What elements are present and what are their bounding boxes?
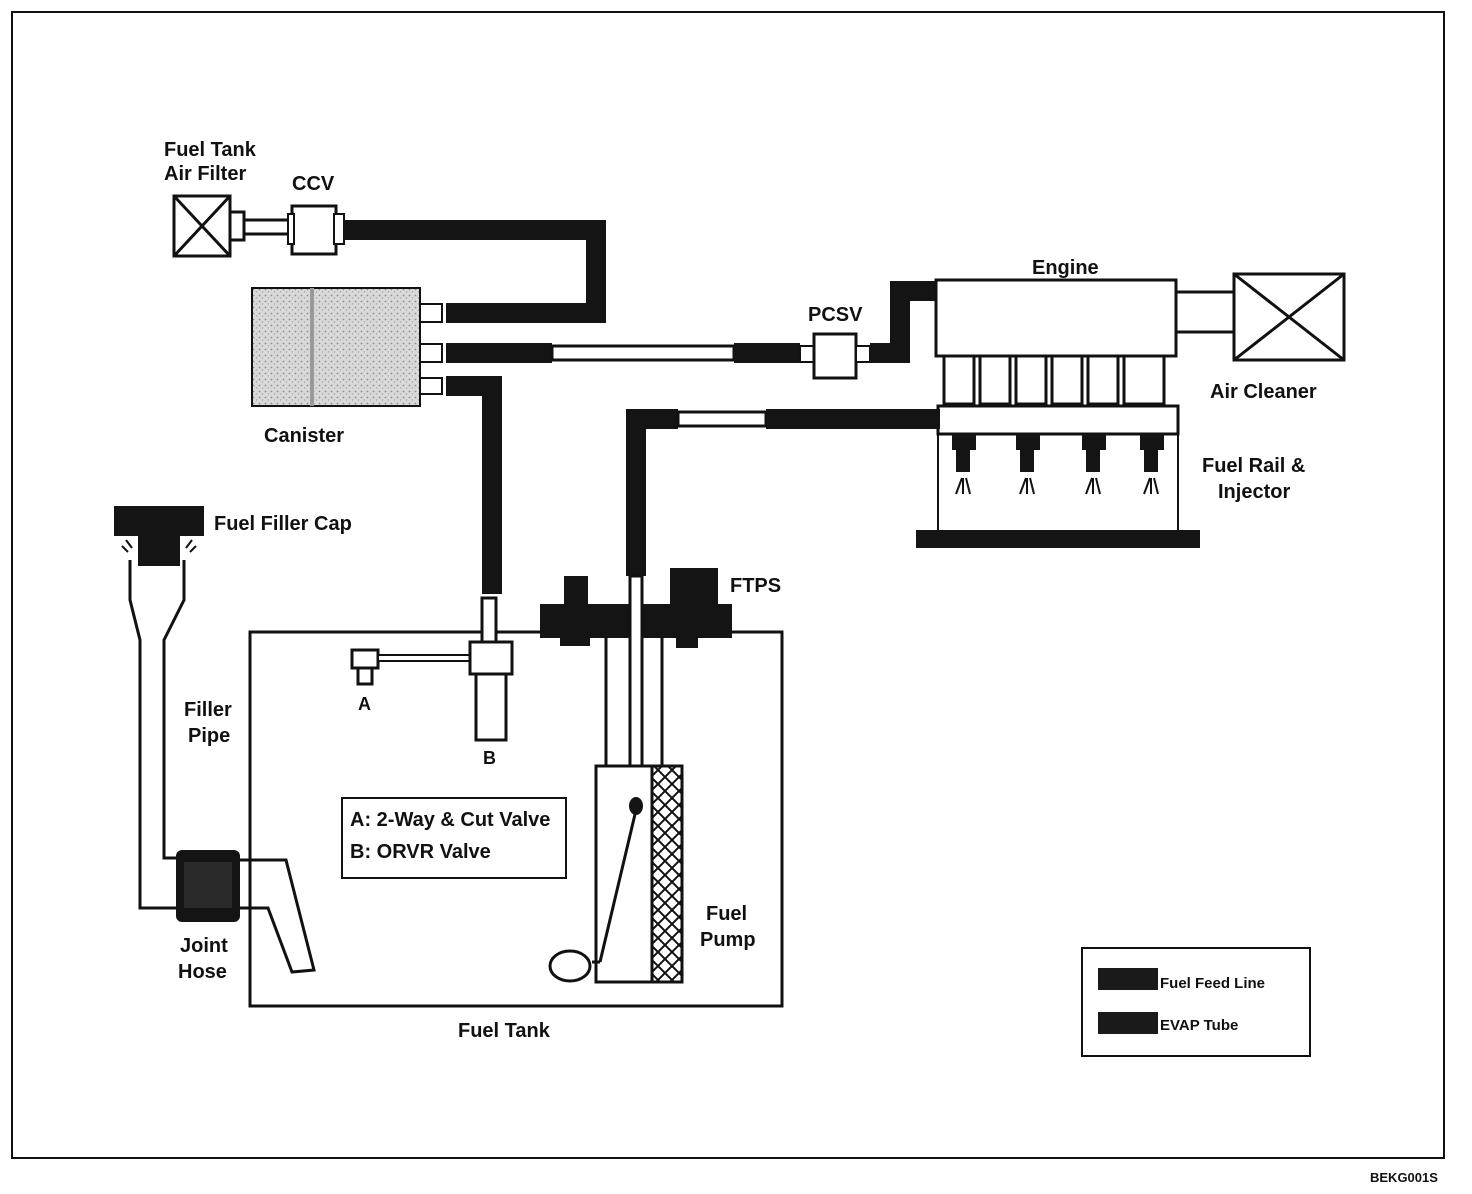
fuel-feed-line-pump-rail (626, 409, 678, 576)
fuel-rail-label-2: Injector (1218, 481, 1290, 503)
pcsv-label: PCSV (808, 304, 863, 326)
injector-3 (1082, 434, 1106, 495)
fuel-rail (916, 404, 1200, 548)
ftps-label: FTPS (730, 575, 781, 597)
figure-code: BEKG001S (1370, 1170, 1438, 1185)
ccv-label: CCV (292, 173, 335, 195)
fuel-tank-air-filter-label-2: Air Filter (164, 163, 246, 185)
fuel-filler-cap-label: Fuel Filler Cap (214, 513, 352, 535)
legend: Fuel Feed Line EVAP Tube (1081, 947, 1311, 1057)
fuel-filler-cap (114, 506, 204, 566)
fuel-rail-label-1: Fuel Rail & (1202, 455, 1305, 477)
valve-a-label: A (358, 694, 371, 714)
joint-hose (176, 850, 240, 922)
air-cleaner-label: Air Cleaner (1210, 381, 1317, 403)
legend-label-evap-tube: EVAP Tube (1160, 1017, 1238, 1034)
evap-tube-ccv-canister (344, 220, 606, 323)
ccv-valve (287, 204, 345, 256)
fuel-tank (248, 630, 784, 1008)
evap-tube-canister-orvr (446, 376, 502, 594)
canister (251, 287, 443, 407)
valve-key-line-1: A: 2-Way & Cut Valve (350, 809, 550, 831)
injector-2 (1016, 434, 1040, 495)
joint-hose-label-1: Joint (180, 935, 228, 957)
joint-hose-label-2: Hose (178, 961, 227, 983)
valve-b (468, 596, 514, 742)
filler-pipe-label-2: Pipe (188, 725, 230, 747)
valve-key-box (341, 797, 567, 879)
engine-label: Engine (1032, 257, 1099, 279)
injector-4 (1140, 434, 1164, 495)
fuel-tank-label: Fuel Tank (458, 1020, 551, 1042)
evap-tube-pcsv-engine (870, 281, 938, 363)
valve-b-label: B (483, 748, 496, 768)
fuel-pump-module (548, 574, 684, 984)
fuel-tank-air-filter-label-1: Fuel Tank (164, 139, 257, 161)
legend-swatch-fuel-feed-line (1098, 968, 1158, 990)
filler-pipe-label-1: Filler (184, 699, 232, 721)
valve-key-line-2: B: ORVR Valve (350, 841, 491, 863)
canister-label: Canister (264, 425, 344, 447)
pcsv-valve (799, 332, 871, 380)
injector-1 (952, 434, 976, 495)
diagram-frame (11, 11, 1445, 1159)
filler-pipe (128, 560, 186, 910)
air-cleaner (1232, 272, 1346, 362)
tank-inlet-pipe (240, 858, 316, 974)
fuel-pump-label-2: Pump (700, 929, 756, 951)
legend-label-fuel-feed-line: Fuel Feed Line (1160, 975, 1265, 992)
fuel-tank-air-filter (172, 194, 294, 258)
legend-swatch-evap-tube (1098, 1012, 1158, 1034)
hard-line-pump-rail (676, 410, 768, 428)
hard-line-canister-pcsv (550, 344, 736, 362)
ftps-sensor (670, 568, 718, 608)
legend-box (1081, 947, 1311, 1057)
engine (934, 278, 1236, 406)
fuel-pump-label-1: Fuel (706, 903, 747, 925)
valve-a (350, 648, 471, 686)
